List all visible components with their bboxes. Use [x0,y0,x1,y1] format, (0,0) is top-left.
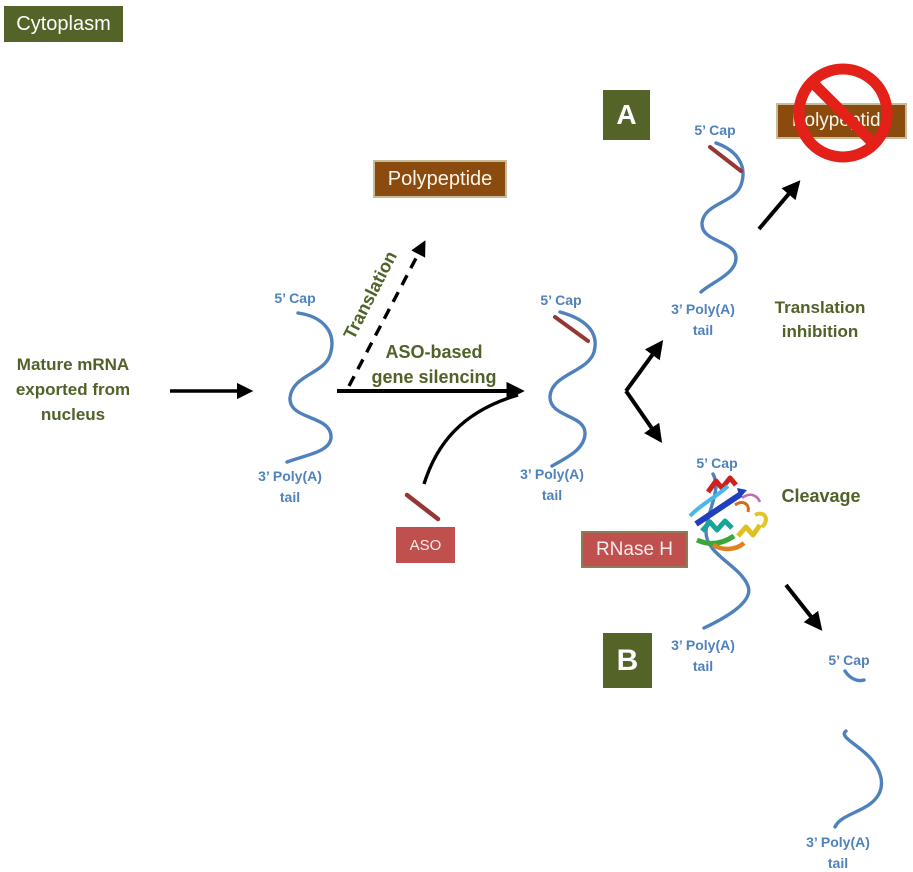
cytoplasm-label-text: Cytoplasm [16,12,111,35]
cleavage-label: Cleavage [781,486,861,506]
mrna3-cap-label: 5’ Cap [694,122,736,138]
fragment3-polya-label: 3’ Poly(A) tail [806,834,870,871]
mrna4-polya-label: 3’ Poly(A) tail [671,637,735,674]
mrna2-cap-label: 5’ Cap [540,292,582,308]
branch-a-letter: A [616,99,637,130]
mature-mrna-caption: Mature mRNA exported from nucleus [15,355,131,424]
aso-based-gene-silencing-label: ASO-based gene silencing [371,342,497,387]
branch-b-letter: B [616,643,639,677]
rnase-h-box: RNase H [581,531,688,568]
aso-entry-curved-arrow [422,393,519,485]
branch-b-badge: B [603,633,652,688]
mrna4-cap-label: 5’ Cap [696,455,738,471]
rnase-h-box-text: RNase H [595,538,674,560]
inhibited-polypeptide-text: Polypeptide [791,110,892,131]
polypeptide-box-text: Polypeptide [387,167,493,190]
translation-inhibition-label: Translation inhibition [774,298,866,341]
branch-b-arrow [624,389,663,444]
mrna3-strand [699,141,745,294]
translation-label: Translation [339,247,401,343]
inhibited-translation-arrow [757,180,801,231]
cleaved-3prime-fragment [833,729,884,829]
cleavage-products-arrow [784,583,823,631]
mrna4-strand [702,472,751,630]
aso-oligo-bound-mrna2 [553,315,590,343]
aso-oligo-bound-mrna3 [708,145,743,173]
mrna2-polya-label: 3’ Poly(A) tail [520,466,584,503]
mrna1-strand [285,311,334,464]
cleaved-5prime-fragment [843,669,866,683]
aso-oligo-free [404,492,441,522]
mrna1-polya-label: 3’ Poly(A) tail [258,468,322,505]
rnase-h-protein-structure [688,475,768,552]
branch-a-badge: A [603,90,650,140]
mrna1-cap-label: 5’ Cap [274,290,316,306]
branch-a-arrow [624,340,664,393]
inhibited-polypeptide-box: Polypeptide [776,103,907,139]
mrna2-strand [548,310,597,468]
fragment5-cap-label: 5’ Cap [828,652,870,668]
aso-box-text: ASO [409,536,442,554]
polypeptide-box: Polypeptide [373,160,507,198]
mrna3-polya-label: 3’ Poly(A) tail [671,301,735,338]
aso-box: ASO [396,527,455,563]
cytoplasm-label: Cytoplasm [4,6,123,42]
